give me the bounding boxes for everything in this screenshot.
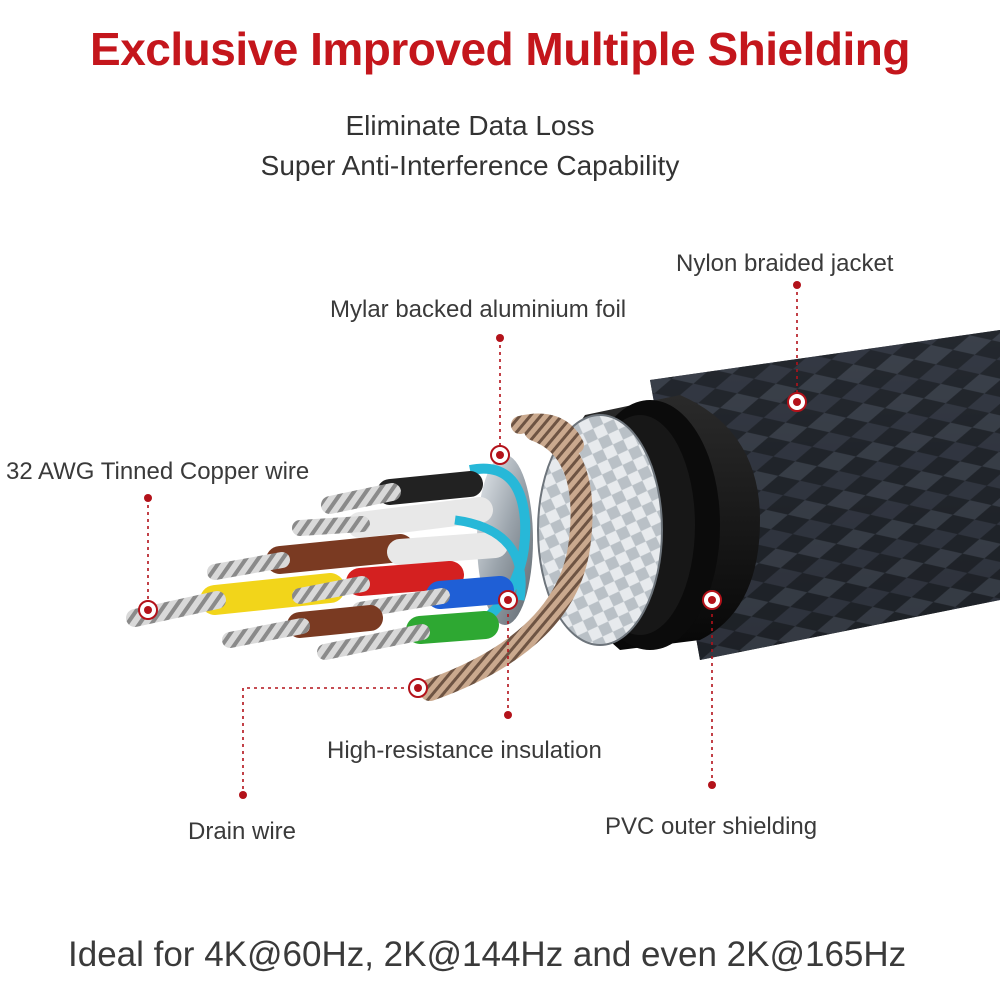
copper-drain-braid <box>419 413 593 701</box>
label-nylon-braided-jacket: Nylon braided jacket <box>676 250 894 277</box>
marker-copper <box>138 600 158 620</box>
label-mylar-foil: Mylar backed aluminium foil <box>330 296 627 323</box>
subtitle-line-1: Eliminate Data Loss <box>345 110 595 141</box>
label-copper-wire: 32 AWG Tinned Copper wire <box>6 458 310 485</box>
label-high-resistance-insulation: High-resistance insulation <box>327 737 602 764</box>
marker-pvc <box>702 590 722 610</box>
marker-drain <box>408 678 428 698</box>
label-drain-wire: Drain wire <box>188 818 297 845</box>
callout-markers <box>138 281 807 799</box>
marker-nylon <box>787 392 807 412</box>
subtitle-line-2: Super Anti-Interference Capability <box>260 150 680 181</box>
conductor-wires <box>126 471 526 660</box>
marker-insulation <box>498 590 518 610</box>
footer-refresh-rate-text: Ideal for 4K@60Hz, 2K@144Hz and even 2K@… <box>68 935 907 974</box>
marker-insulation-bottom <box>504 711 512 719</box>
page-title: Exclusive Improved Multiple Shielding <box>90 23 910 75</box>
callout-leaders <box>147 285 798 795</box>
marker-mylar-top <box>496 334 504 342</box>
marker-mylar <box>490 445 510 465</box>
marker-drain-bottom <box>239 791 247 799</box>
marker-copper-top <box>144 494 152 502</box>
marker-pvc-bottom <box>708 781 716 789</box>
label-pvc-outer-shielding: PVC outer shielding <box>605 813 818 840</box>
marker-nylon-top <box>793 281 801 289</box>
